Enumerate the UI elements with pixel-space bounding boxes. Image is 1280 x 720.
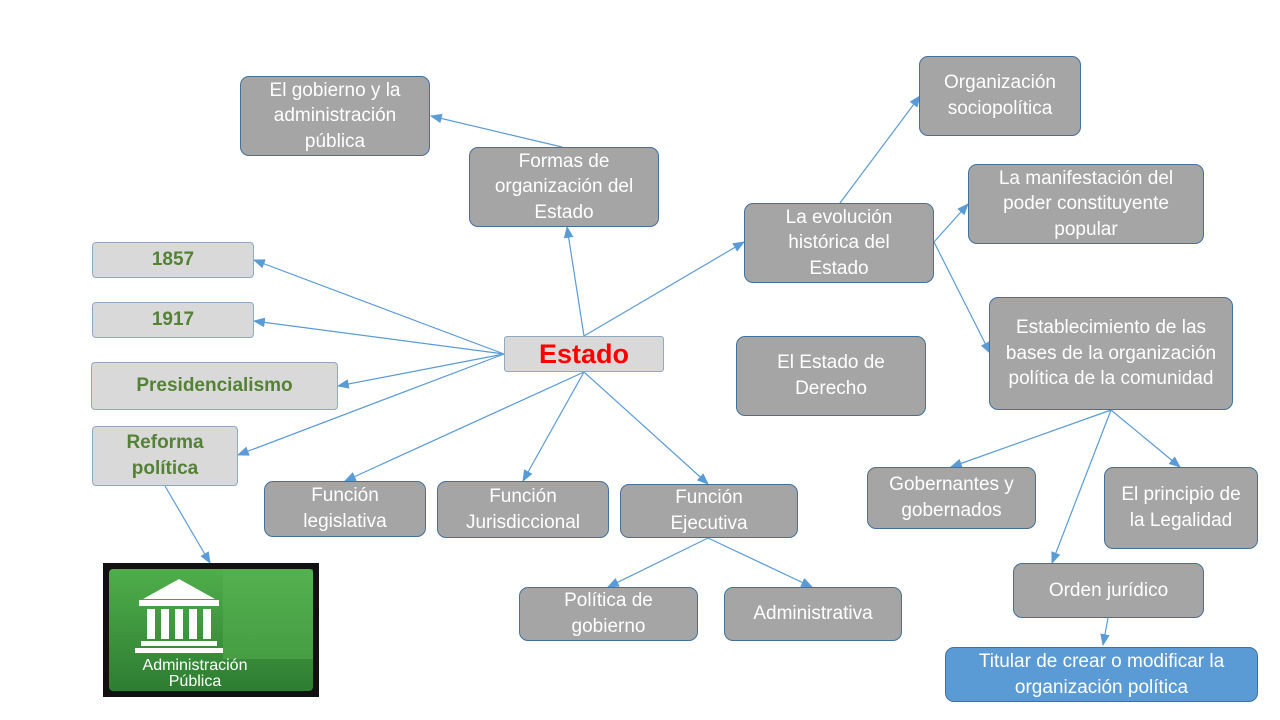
arrow-ejecutiva-administrativa (707, 537, 814, 588)
arrow-formas-gobierno (429, 113, 563, 148)
node-administrativa: Administrativa (724, 587, 902, 641)
arrow-evolucion-org (839, 95, 921, 204)
node-formas-organizacion: Formas de organización del Estado (469, 147, 659, 227)
arrow-evolucion-establecimiento (933, 241, 991, 355)
node-manifestacion-poder: La manifestación del poder constituyente… (968, 164, 1204, 244)
logo-text-line1: Administración (143, 657, 248, 674)
node-presidencialismo: Presidencialismo (91, 362, 338, 410)
node-organizacion-sociopolitica: Organización sociopolítica (919, 56, 1081, 136)
node-1917: 1917 (92, 302, 254, 338)
arrow-estado-jurisdiccional (522, 371, 585, 483)
node-establecimiento-bases: Establecimiento de las bases de la organ… (989, 297, 1233, 410)
node-reforma-politica: Reforma política (92, 426, 238, 486)
arrow-estado-legislativa (343, 371, 585, 482)
arrow-estado-evolucion (583, 241, 746, 337)
node-funcion-jurisdiccional: Función Jurisdiccional (437, 481, 609, 538)
node-orden-juridico: Orden jurídico (1013, 563, 1204, 618)
node-principio-legalidad: El principio de la Legalidad (1104, 467, 1258, 549)
building-icon: Administración Pública (109, 569, 313, 691)
arrow-estado-ejecutiva (583, 371, 709, 485)
node-titular-crear-modificar: Titular de crear o modificar la organiza… (945, 647, 1258, 702)
arrow-reforma-logo (164, 485, 211, 565)
arrow-orden-titular (1100, 617, 1110, 647)
arrow-ejecutiva-politica (606, 537, 709, 588)
arrow-estado-presidencialismo (336, 353, 505, 389)
arrow-estado-1917 (252, 317, 505, 355)
node-funcion-legislativa: Función legislativa (264, 481, 426, 537)
node-evolucion-historica: La evolución histórica del Estado (744, 203, 934, 283)
arrow-estado-1857 (252, 259, 505, 355)
arrow-estado-formas (563, 225, 585, 337)
node-estado-de-derecho: El Estado de Derecho (736, 336, 926, 416)
node-gobierno-administracion: El gobierno y la administración pública (240, 76, 430, 156)
arrow-establecimiento-orden (1051, 409, 1112, 565)
arrow-establecimiento-gobernantes (949, 409, 1112, 468)
arrow-estado-reforma (236, 353, 505, 456)
node-estado: Estado (504, 336, 664, 372)
arrow-evolucion-manifestacion (933, 203, 969, 243)
node-funcion-ejecutiva: Función Ejecutiva (620, 484, 798, 538)
logo-text-line2: Pública (169, 673, 222, 690)
node-1857: 1857 (92, 242, 254, 278)
arrow-establecimiento-legalidad (1110, 409, 1181, 468)
administracion-publica-logo: Administración Pública (103, 563, 319, 697)
node-politica-gobierno: Política de gobierno (519, 587, 698, 641)
node-gobernantes-gobernados: Gobernantes y gobernados (867, 467, 1036, 529)
